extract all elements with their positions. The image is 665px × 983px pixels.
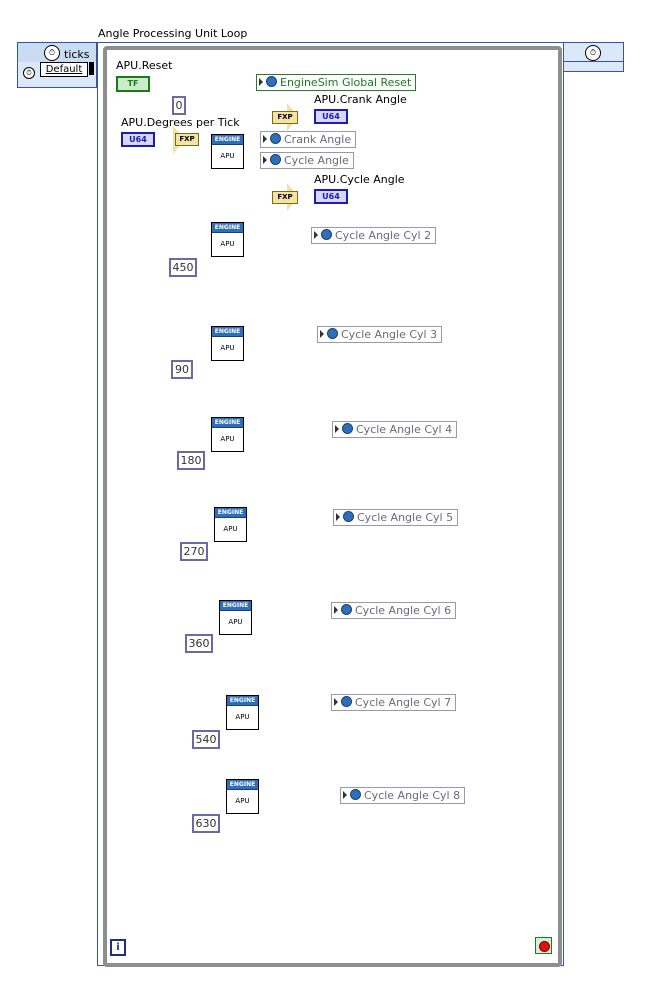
engine-apu-subvi-cyl3[interactable]: ENGINE APU	[211, 326, 244, 361]
global-cycle-angle-cyl2[interactable]: Cycle Angle Cyl 2	[311, 227, 437, 244]
subvi-body: APU	[223, 525, 238, 533]
global-reset-variable[interactable]: EngineSim Global Reset	[256, 74, 417, 91]
globe-icon	[342, 423, 353, 434]
offset-constant-cyl5[interactable]: 270	[180, 542, 208, 561]
clock-icon: ⏱	[585, 45, 601, 61]
subvi-banner: ENGINE	[215, 508, 246, 518]
write-arrow-icon	[334, 698, 338, 706]
apu-reset-control[interactable]: TF	[116, 76, 150, 92]
offset-constant-cyl4[interactable]: 180	[177, 451, 205, 470]
write-arrow-icon	[320, 330, 324, 338]
loop-right-timing-node[interactable]: ⏱	[563, 42, 624, 72]
engine-apu-subvi-cyl8[interactable]: ENGINE APU	[226, 779, 259, 814]
subvi-body: APU	[228, 618, 243, 626]
stop-terminal[interactable]	[535, 937, 552, 954]
global-cyl3-text: Cycle Angle Cyl 3	[341, 328, 438, 341]
globe-icon	[266, 76, 277, 87]
stop-icon	[539, 941, 550, 952]
node-divider	[564, 61, 623, 62]
terminal-marker	[89, 62, 94, 75]
globe-icon	[270, 133, 281, 144]
global-crank-angle[interactable]: Crank Angle	[260, 131, 357, 148]
global-cyl5-text: Cycle Angle Cyl 5	[357, 511, 454, 524]
subvi-banner: ENGINE	[212, 327, 243, 337]
engine-apu-subvi-cyl7[interactable]: ENGINE APU	[226, 695, 259, 730]
globe-icon	[341, 696, 352, 707]
timing-source-default[interactable]: Default	[40, 62, 88, 77]
subvi-body: APU	[220, 152, 235, 160]
clock-icon: ⏱	[44, 45, 60, 61]
subvi-banner: ENGINE	[212, 223, 243, 233]
global-crank-angle-text: Crank Angle	[284, 133, 352, 146]
global-cycle-angle-cyl4[interactable]: Cycle Angle Cyl 4	[332, 421, 458, 438]
subvi-banner: ENGINE	[227, 780, 258, 790]
subvi-banner: ENGINE	[212, 418, 243, 428]
offset-constant-cyl2[interactable]: 450	[169, 258, 197, 277]
write-arrow-icon	[335, 425, 339, 433]
write-arrow-icon	[259, 78, 263, 86]
cycle-angle-indicator[interactable]: U64	[314, 189, 348, 204]
global-cyl4-text: Cycle Angle Cyl 4	[356, 423, 453, 436]
engine-apu-subvi-cyl4[interactable]: ENGINE APU	[211, 417, 244, 452]
fxp-node[interactable]: FXP	[272, 111, 298, 124]
global-cyl2-text: Cycle Angle Cyl 2	[335, 229, 432, 242]
globe-icon	[341, 604, 352, 615]
global-cycle-angle-cyl5[interactable]: Cycle Angle Cyl 5	[333, 509, 459, 526]
engine-apu-subvi-cyl2[interactable]: ENGINE APU	[211, 222, 244, 257]
subvi-banner: ENGINE	[227, 696, 258, 706]
offset-constant-cyl6[interactable]: 360	[185, 634, 213, 653]
global-cycle-angle[interactable]: Cycle Angle	[260, 152, 354, 169]
subvi-body: APU	[220, 435, 235, 443]
globe-icon	[350, 789, 361, 800]
globe-icon	[270, 154, 281, 165]
subvi-body: APU	[220, 344, 235, 352]
global-cycle-angle-text: Cycle Angle	[284, 154, 349, 167]
degrees-constant[interactable]: 0	[172, 96, 186, 115]
global-cyl6-text: Cycle Angle Cyl 6	[355, 604, 452, 617]
globe-icon	[343, 511, 354, 522]
write-arrow-icon	[263, 135, 267, 143]
write-arrow-icon	[334, 606, 338, 614]
fxp-convert-label: FXP	[175, 133, 199, 146]
offset-constant-cyl8[interactable]: 630	[192, 814, 220, 833]
write-arrow-icon	[314, 231, 318, 239]
apu-reset-label: APU.Reset	[116, 59, 173, 72]
timing-source-icon: ⏱	[23, 67, 35, 79]
info-icon[interactable]: i	[110, 939, 126, 956]
subvi-body: APU	[220, 240, 235, 248]
write-arrow-icon	[343, 791, 347, 799]
global-cycle-angle-cyl8[interactable]: Cycle Angle Cyl 8	[340, 787, 466, 804]
cycle-angle-indicator-label: APU.Cycle Angle	[314, 173, 405, 186]
write-arrow-icon	[263, 156, 267, 164]
loop-title: Angle Processing Unit Loop	[98, 27, 248, 40]
global-cycle-angle-cyl6[interactable]: Cycle Angle Cyl 6	[331, 602, 457, 619]
offset-constant-cyl3[interactable]: 90	[171, 360, 193, 379]
globe-icon	[321, 229, 332, 240]
global-cyl8-text: Cycle Angle Cyl 8	[364, 789, 461, 802]
global-reset-text: EngineSim Global Reset	[280, 76, 412, 89]
engine-apu-subvi-1[interactable]: ENGINE APU	[211, 134, 244, 169]
timing-source-label: ticks	[64, 48, 90, 61]
offset-constant-cyl7[interactable]: 540	[192, 730, 220, 749]
engine-apu-subvi-cyl6[interactable]: ENGINE APU	[219, 600, 252, 635]
global-cyl7-text: Cycle Angle Cyl 7	[355, 696, 452, 709]
subvi-banner: ENGINE	[212, 135, 243, 145]
global-cycle-angle-cyl3[interactable]: Cycle Angle Cyl 3	[317, 326, 443, 343]
degrees-per-tick-control[interactable]: U64	[121, 132, 155, 147]
subvi-banner: ENGINE	[220, 601, 251, 611]
crank-angle-indicator[interactable]: U64	[314, 109, 348, 124]
crank-angle-indicator-label: APU.Crank Angle	[314, 93, 407, 106]
fxp-node[interactable]: FXP	[272, 191, 298, 204]
write-arrow-icon	[336, 513, 340, 521]
degrees-per-tick-label: APU.Degrees per Tick	[121, 116, 240, 129]
global-cycle-angle-cyl7[interactable]: Cycle Angle Cyl 7	[331, 694, 457, 711]
globe-icon	[327, 328, 338, 339]
subvi-body: APU	[235, 713, 250, 721]
subvi-body: APU	[235, 797, 250, 805]
engine-apu-subvi-cyl5[interactable]: ENGINE APU	[214, 507, 247, 542]
